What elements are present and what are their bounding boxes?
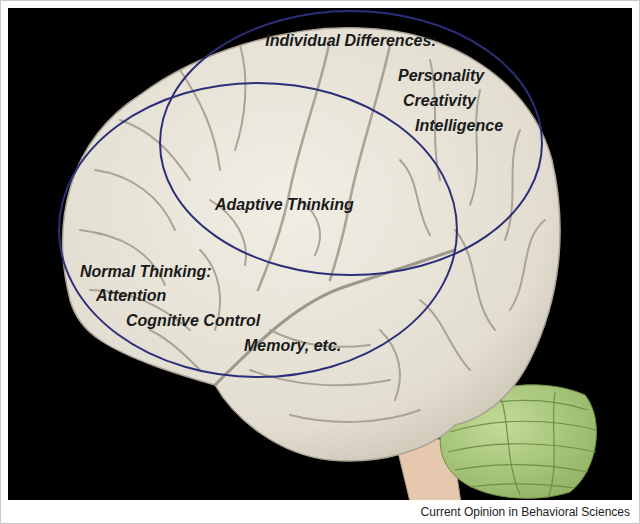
region-item: Creativity bbox=[403, 91, 476, 111]
region-item: Cognitive Control bbox=[126, 311, 260, 331]
region-item: Personality bbox=[398, 66, 484, 86]
region-heading: Normal Thinking: bbox=[80, 262, 212, 282]
ellipse-outline bbox=[58, 82, 458, 378]
region-item: Memory, etc. bbox=[244, 336, 341, 356]
region-heading: Individual Differences: bbox=[265, 31, 436, 51]
cerebrum bbox=[63, 28, 560, 461]
ellipse-region: Normal Thinking: AttentionCognitive Contr… bbox=[58, 82, 458, 378]
cerebrum-gyri bbox=[80, 40, 545, 422]
region-item: Attention bbox=[96, 286, 166, 306]
ellipse-outline bbox=[59, 83, 457, 377]
overlap-label: Adaptive Thinking bbox=[215, 195, 354, 215]
journal-watermark: Current Opinion in Behavioral Sciences bbox=[421, 505, 630, 520]
black-panel bbox=[8, 8, 632, 500]
ellipse-outline bbox=[160, 11, 542, 275]
region-item: Intelligence bbox=[415, 116, 503, 136]
ellipse-outline bbox=[159, 10, 543, 276]
ellipse-region: Individual Differences: PersonalityCreati… bbox=[159, 10, 543, 276]
